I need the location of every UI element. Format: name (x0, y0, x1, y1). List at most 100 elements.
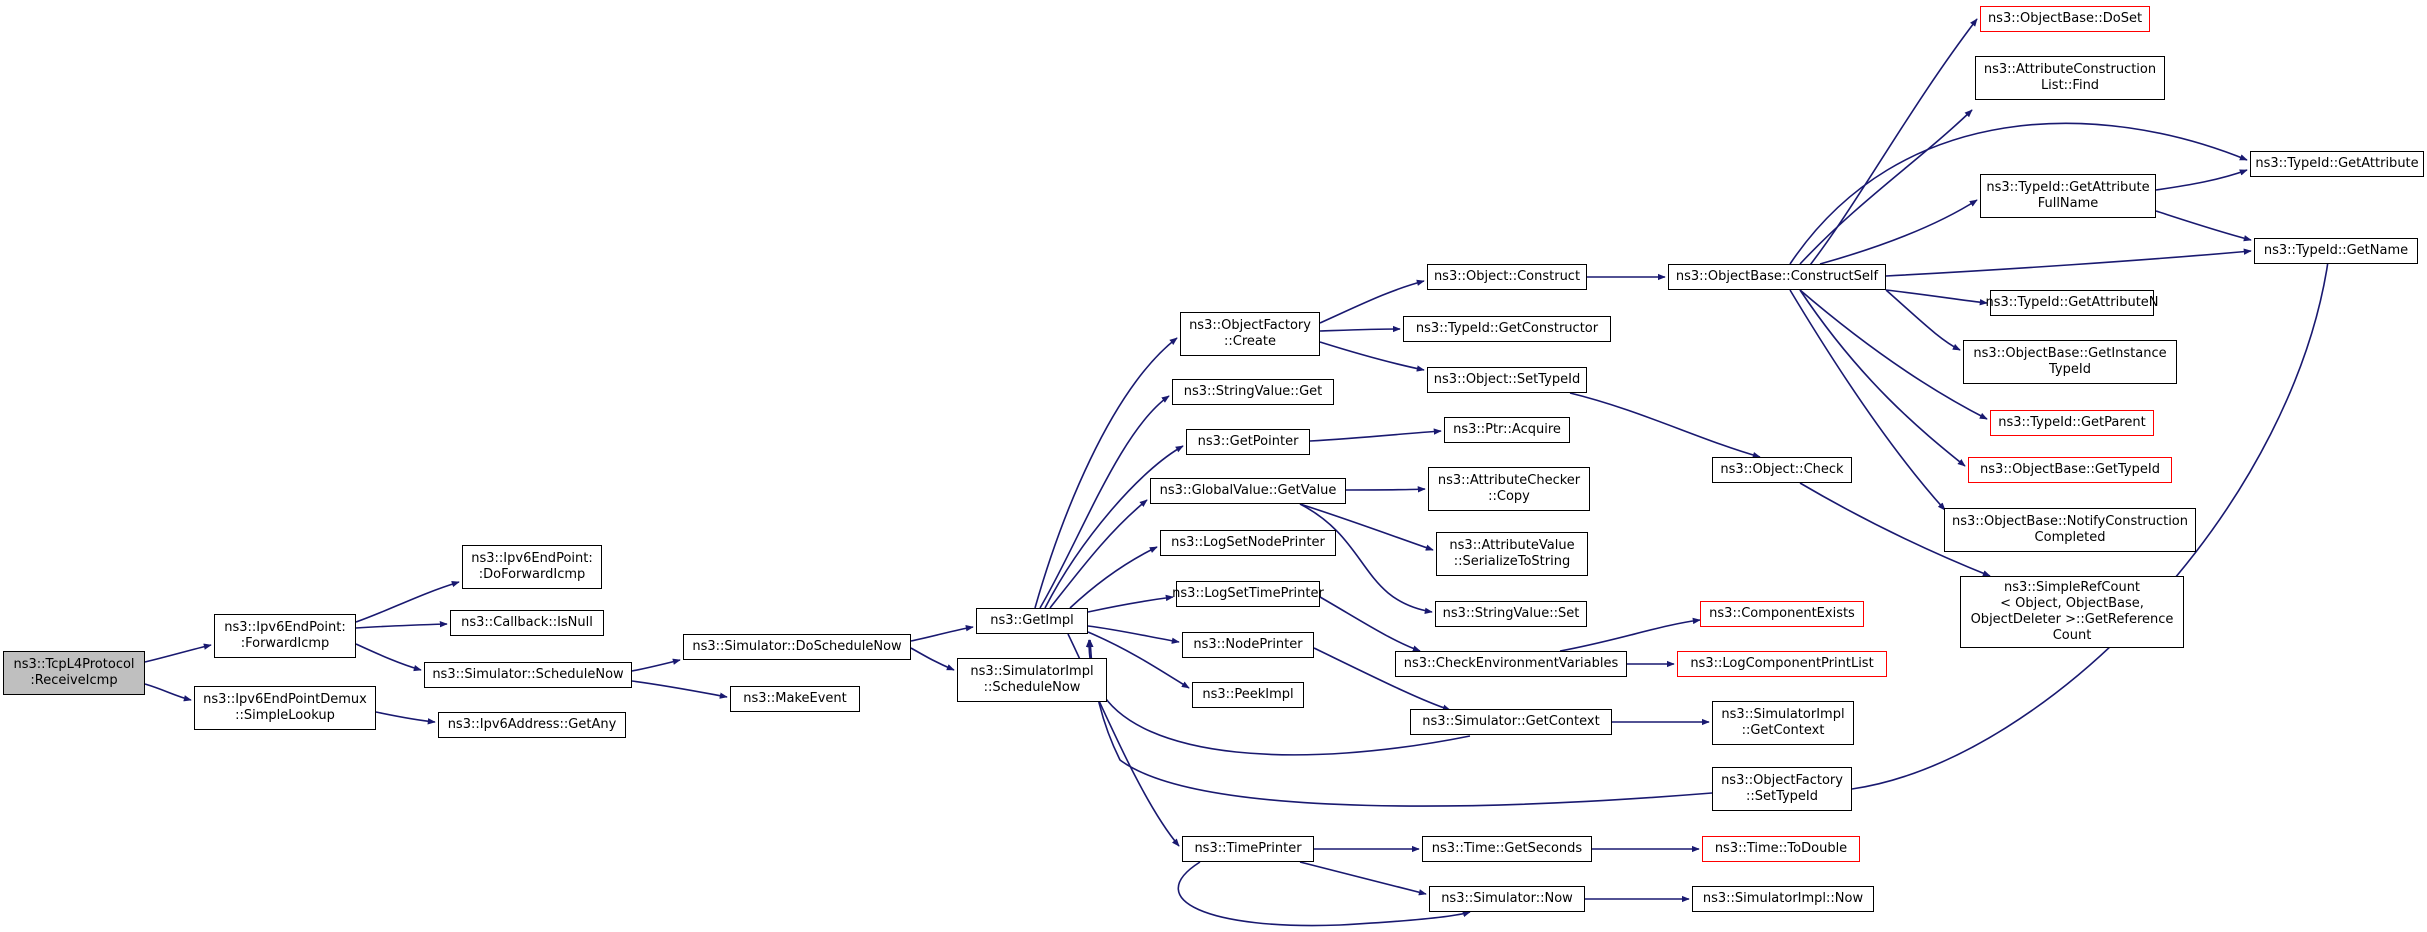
node-label-line: ns3::Simulator::DoScheduleNow (692, 639, 902, 654)
call-edge (1319, 596, 1421, 652)
node-simimplsched[interactable]: ns3::SimulatorImpl::ScheduleNow (957, 658, 1107, 702)
node-settypeid[interactable]: ns3::Object::SetTypeId (1427, 367, 1587, 393)
node-label-line: ns3::LogSetNodePrinter (1171, 535, 1325, 550)
node-ofsettypeid[interactable]: ns3::ObjectFactory::SetTypeId (1712, 767, 1852, 811)
node-getparent[interactable]: ns3::TypeId::GetParent (1990, 410, 2154, 436)
call-edge (1885, 289, 1988, 306)
node-objcheck[interactable]: ns3::Object::Check (1712, 457, 1852, 483)
call-edge (1819, 199, 1978, 265)
node-checkenv[interactable]: ns3::CheckEnvironmentVariables (1395, 651, 1627, 677)
call-edge (1799, 289, 1966, 467)
node-svset[interactable]: ns3::StringValue::Set (1435, 601, 1587, 627)
node-label-line: ns3::ObjectBase::GetInstance (1973, 346, 2167, 361)
call-edge (1799, 482, 1991, 577)
node-ptracq[interactable]: ns3::Ptr::Acquire (1444, 417, 1570, 443)
node-label-line: ns3::TypeId::GetAttribute (2255, 156, 2419, 171)
node-simplerefcount[interactable]: ns3::SimpleRefCount< Object, ObjectBase,… (1960, 576, 2184, 648)
node-label-line: ns3::SimulatorImpl::Now (1702, 891, 1864, 906)
node-label-line: ns3::LogComponentPrintList (1690, 656, 1874, 671)
node-label-line: ::SerializeToString (1453, 554, 1571, 569)
node-compexists[interactable]: ns3::ComponentExists (1700, 601, 1864, 627)
node-nodeprinter[interactable]: ns3::NodePrinter (1182, 632, 1314, 658)
node-label-line: ns3::Simulator::GetContext (1422, 714, 1600, 729)
node-getseconds[interactable]: ns3::Time::GetSeconds (1422, 836, 1592, 862)
call-edge (1044, 445, 1184, 609)
node-label-line: ns3::ComponentExists (1709, 606, 1855, 621)
node-getctor[interactable]: ns3::TypeId::GetConstructor (1403, 316, 1611, 342)
node-logtime[interactable]: ns3::LogSetTimePrinter (1172, 581, 1324, 607)
call-edge (631, 658, 681, 672)
call-edge (1313, 647, 1451, 711)
node-label-line: ::ScheduleNow (983, 680, 1081, 695)
node-label-line: ns3::Ipv6EndPoint: (471, 551, 593, 566)
node-label-line: ns3::MakeEvent (743, 691, 847, 706)
call-edge (355, 621, 448, 629)
node-doset[interactable]: ns3::ObjectBase::DoSet (1980, 6, 2150, 32)
node-label-line: ns3::SimpleRefCount (2003, 580, 2141, 595)
node-label-line: ns3::Object::Construct (1433, 269, 1581, 284)
call-edge (1299, 503, 1433, 614)
node-label-line: Count (2052, 628, 2092, 643)
call-edge (1034, 337, 1178, 609)
node-peekimpl[interactable]: ns3::PeekImpl (1192, 682, 1304, 708)
node-obgettypeid[interactable]: ns3::ObjectBase::GetTypeId (1968, 457, 2172, 483)
node-label-line: ns3::LogSetTimePrinter (1172, 586, 1324, 601)
node-label-line: ObjectDeleter >::GetReference (1970, 612, 2174, 627)
node-dofwd[interactable]: ns3::Ipv6EndPoint::DoForwardIcmp (462, 545, 602, 589)
node-label-line: ns3::AttributeValue (1449, 538, 1575, 553)
node-getname[interactable]: ns3::TypeId::GetName (2254, 238, 2418, 264)
node-schednow[interactable]: ns3::Simulator::ScheduleNow (424, 662, 632, 688)
call-edge (1799, 289, 1988, 420)
node-label-line: ns3::Simulator::Now (1441, 891, 1573, 906)
node-label-line: ::SetTypeId (1745, 789, 1819, 804)
node-label-line: :ReceiveIcmp (30, 673, 118, 688)
node-ofcreate[interactable]: ns3::ObjectFactory::Create (1180, 312, 1320, 356)
node-simimplctx[interactable]: ns3::SimulatorImpl::GetContext (1712, 701, 1854, 745)
node-timeprinter[interactable]: ns3::TimePrinter (1182, 836, 1314, 862)
node-getimpl[interactable]: ns3::GetImpl (976, 608, 1088, 634)
node-objconstruct[interactable]: ns3::Object::Construct (1427, 264, 1587, 290)
node-todouble[interactable]: ns3::Time::ToDouble (1702, 836, 1860, 862)
node-label-line: ns3::TypeId::GetAttribute (1986, 180, 2150, 195)
node-getattrn[interactable]: ns3::TypeId::GetAttributeN (1985, 290, 2159, 316)
node-svget[interactable]: ns3::StringValue::Get (1172, 379, 1334, 405)
node-label-line: ns3::ObjectBase::GetTypeId (1980, 462, 2160, 477)
node-getany[interactable]: ns3::Ipv6Address::GetAny (438, 712, 626, 738)
node-simgetctx[interactable]: ns3::Simulator::GetContext (1410, 709, 1612, 735)
call-edge (1885, 248, 2252, 277)
node-aser[interactable]: ns3::AttributeValue::SerializeToString (1436, 532, 1588, 576)
node-label-line: ns3::TypeId::GetParent (1998, 415, 2146, 430)
node-label-line: ::GetContext (1741, 723, 1825, 738)
node-getpointer[interactable]: ns3::GetPointer (1186, 429, 1310, 455)
node-simimplnow[interactable]: ns3::SimulatorImpl::Now (1692, 886, 1874, 912)
call-edge (910, 647, 955, 671)
node-label-line: ns3::ObjectBase::ConstructSelf (1675, 269, 1879, 284)
node-simnow[interactable]: ns3::Simulator::Now (1429, 886, 1585, 912)
node-acopy[interactable]: ns3::AttributeChecker::Copy (1428, 467, 1590, 511)
node-makeevent[interactable]: ns3::MakeEvent (730, 686, 860, 712)
node-label-line: ns3::Simulator::ScheduleNow (432, 667, 624, 682)
call-edge (1177, 861, 1471, 927)
node-gvget[interactable]: ns3::GlobalValue::GetValue (1150, 478, 1346, 504)
node-label-line: ns3::Time::ToDouble (1714, 841, 1848, 856)
node-logcomp[interactable]: ns3::LogComponentPrintList (1677, 651, 1887, 677)
call-edge (355, 581, 460, 623)
call-edge (1569, 392, 1761, 459)
call-edge (1087, 594, 1174, 613)
node-label-line: < Object, ObjectBase, (2000, 596, 2144, 611)
node-fwd[interactable]: ns3::Ipv6EndPoint::ForwardIcmp (214, 614, 356, 658)
call-edge (1885, 289, 1961, 351)
node-label-line: ns3::Time::GetSeconds (1431, 841, 1583, 856)
node-constructself[interactable]: ns3::ObjectBase::ConstructSelf (1668, 264, 1886, 290)
node-lognode[interactable]: ns3::LogSetNodePrinter (1160, 530, 1336, 556)
node-isnull[interactable]: ns3::Callback::IsNull (450, 610, 604, 636)
node-root[interactable]: ns3::TcpL4Protocol:ReceiveIcmp (3, 651, 145, 695)
call-edge (144, 683, 192, 702)
node-demux[interactable]: ns3::Ipv6EndPointDemux::SimpleLookup (194, 686, 376, 730)
node-doschednow[interactable]: ns3::Simulator::DoScheduleNow (683, 634, 911, 660)
node-getattribute[interactable]: ns3::TypeId::GetAttribute (2250, 151, 2424, 177)
